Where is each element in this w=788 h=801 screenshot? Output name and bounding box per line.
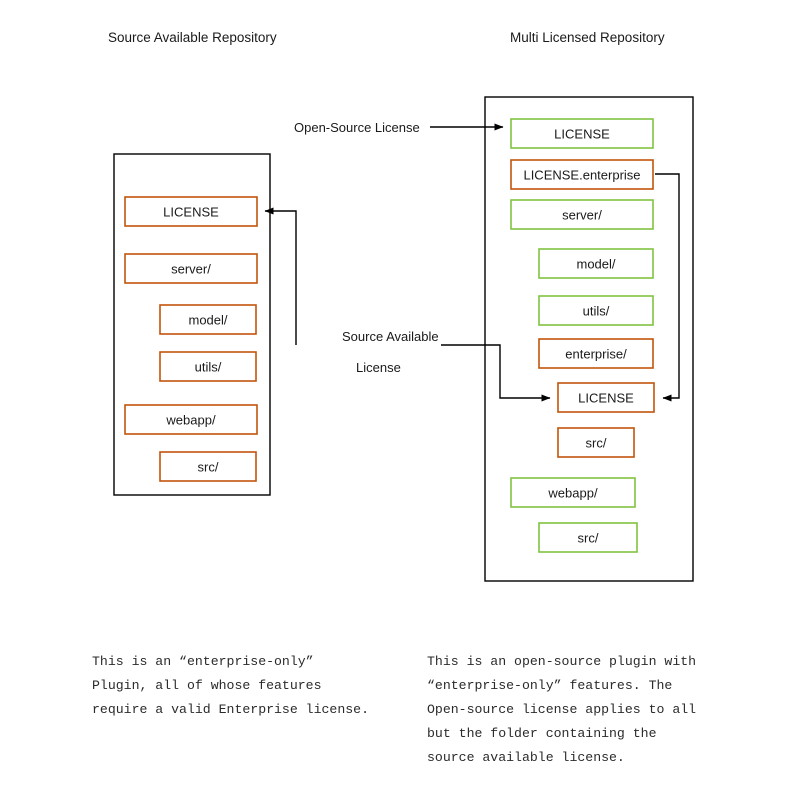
node-server[interactable]: server/ xyxy=(510,199,654,230)
caption-left: This is an “enterprise-only” Plugin, all… xyxy=(92,654,369,717)
edge-enterprise-license-link xyxy=(655,173,680,402)
node-utils[interactable]: utils/ xyxy=(538,295,654,326)
node-license-open[interactable]: LICENSE xyxy=(510,118,654,149)
node-label: webapp/ xyxy=(165,413,216,428)
node-label: enterprise/ xyxy=(565,347,627,362)
node-label: model/ xyxy=(188,313,227,328)
node-enterprise[interactable]: enterprise/ xyxy=(538,338,654,369)
node-label: server/ xyxy=(171,262,211,277)
node-label: LICENSE xyxy=(554,127,610,142)
node-label: src/ xyxy=(578,531,599,546)
node-server[interactable]: server/ xyxy=(124,253,258,284)
edge-label-source-available-line1: Source Available xyxy=(342,329,439,344)
node-model[interactable]: model/ xyxy=(538,248,654,279)
edge-open-source-license: Open-Source License xyxy=(294,120,504,135)
node-license-enterprise[interactable]: LICENSE.enterprise xyxy=(510,159,654,190)
node-src-enterprise[interactable]: src/ xyxy=(557,427,635,458)
right-repo-title: Multi Licensed Repository xyxy=(510,30,665,45)
edge-source-available-license-left xyxy=(264,207,297,345)
edge-label-open-source-license: Open-Source License xyxy=(294,120,420,135)
edge-label-source-available-line2: License xyxy=(356,360,401,375)
node-label: LICENSE.enterprise xyxy=(523,168,640,183)
caption-right: This is an open-source plugin with “ente… xyxy=(427,654,697,765)
node-label: LICENSE xyxy=(578,391,634,406)
node-label: src/ xyxy=(586,436,607,451)
node-model[interactable]: model/ xyxy=(159,304,257,335)
node-label: LICENSE xyxy=(163,205,219,220)
node-label: utils/ xyxy=(195,360,222,375)
right-repo-nodes: LICENSE LICENSE.enterprise server/ model… xyxy=(510,118,655,553)
edge-source-available-license-right: Source Available License xyxy=(342,329,551,402)
node-webapp[interactable]: webapp/ xyxy=(124,404,258,435)
node-license[interactable]: LICENSE xyxy=(124,196,258,227)
node-label: utils/ xyxy=(583,304,610,319)
node-label: model/ xyxy=(576,257,615,272)
node-license-source-available[interactable]: LICENSE xyxy=(557,382,655,413)
left-repo-title: Source Available Repository xyxy=(108,30,277,45)
node-label: src/ xyxy=(198,460,219,475)
left-repo-nodes: LICENSE server/ model/ utils/ webapp/ sr… xyxy=(124,196,258,482)
node-label: server/ xyxy=(562,208,602,223)
node-src[interactable]: src/ xyxy=(159,451,257,482)
node-src-webapp[interactable]: src/ xyxy=(538,522,638,553)
node-webapp[interactable]: webapp/ xyxy=(510,477,636,508)
node-label: webapp/ xyxy=(547,486,598,501)
node-utils[interactable]: utils/ xyxy=(159,351,257,382)
